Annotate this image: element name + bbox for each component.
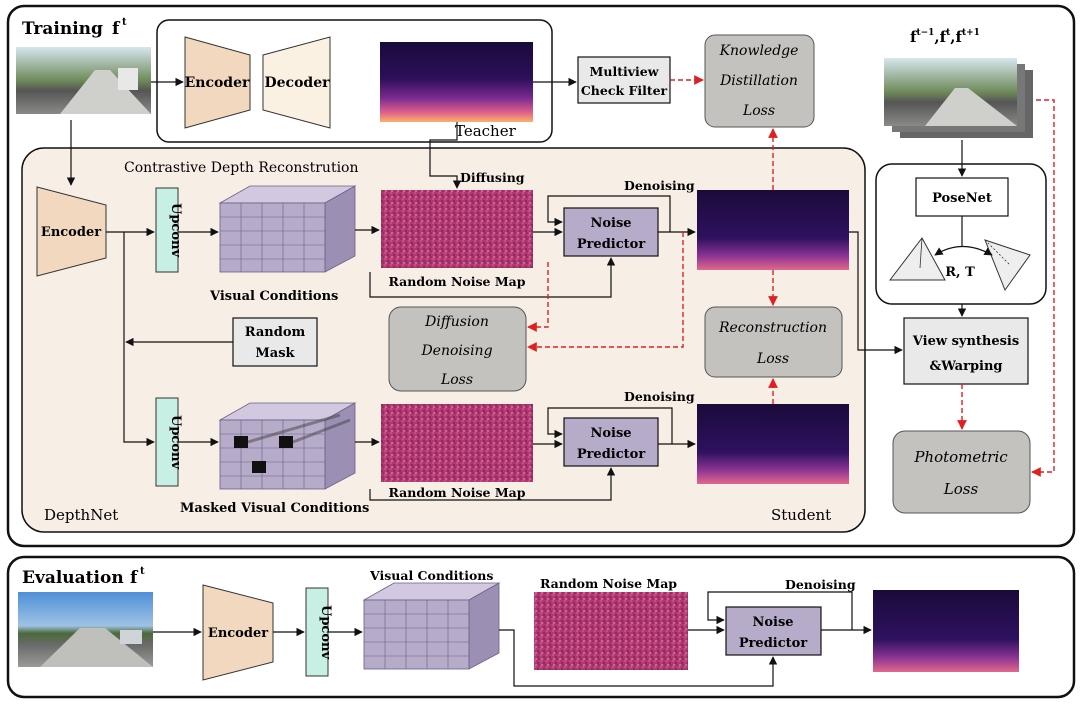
svg-text:Multiview: Multiview [590, 64, 660, 79]
view-synthesis-box [903, 317, 1029, 385]
eval-encoder [202, 584, 274, 681]
random-noise-map-bottom [381, 404, 533, 482]
svg-text:Encoder: Encoder [185, 75, 250, 91]
denoising-label-top: Denoising [624, 178, 695, 193]
svg-text:Knowledge: Knowledge [719, 43, 799, 59]
eval-noise-predictor [725, 606, 822, 656]
training-title: Training [22, 19, 103, 39]
svg-text:Upconv: Upconv [318, 605, 333, 659]
svg-text:Predictor: Predictor [739, 636, 808, 651]
svg-text:Noise: Noise [752, 615, 793, 630]
svg-text:Random Noise Map: Random Noise Map [388, 274, 525, 289]
svg-text:Denoising: Denoising [785, 577, 856, 592]
eval-depth-map [873, 590, 1019, 672]
svg-text:View synthesis: View synthesis [912, 334, 1019, 349]
training-frame-sup: t [122, 17, 127, 28]
visual-conditions-cube [218, 185, 357, 273]
loss-arrows [527, 75, 1055, 477]
svg-text:Noise: Noise [590, 426, 631, 441]
knowledge-distillation-loss [704, 34, 815, 128]
svg-text:Loss: Loss [943, 480, 979, 498]
svg-text:Loss: Loss [756, 351, 789, 367]
noise-predictor-bottom [563, 417, 659, 467]
masked-visual-conditions-label: Masked Visual Conditions [180, 501, 369, 516]
svg-text:Random Noise Map: Random Noise Map [540, 576, 677, 591]
svg-text:Mask: Mask [255, 346, 295, 361]
svg-text:Random Noise Map: Random Noise Map [388, 485, 525, 500]
svg-text:Encoder: Encoder [41, 225, 101, 240]
svg-text:Noise: Noise [590, 216, 631, 231]
multiview-check-filter [577, 56, 671, 104]
svg-text:Upconv: Upconv [168, 203, 183, 257]
svg-text:Reconstruction: Reconstruction [718, 320, 827, 336]
training-input-image [16, 47, 151, 114]
teacher-encoder [184, 36, 251, 129]
svg-text:Diffusion: Diffusion [424, 314, 489, 330]
svg-text:Photometric: Photometric [913, 448, 1008, 466]
depthnet-label: DepthNet [44, 506, 118, 524]
svg-text:Random: Random [245, 325, 306, 340]
teacher-decoder [262, 36, 331, 129]
svg-text:Loss: Loss [440, 372, 473, 388]
diffusion-denoising-loss [388, 306, 527, 392]
random-mask-box [232, 317, 318, 367]
eval-visual-conditions-cube [362, 582, 501, 670]
svg-text:Upconv: Upconv [168, 415, 183, 469]
masked-visual-conditions-cube [218, 402, 357, 490]
visual-conditions-label: Visual Conditions [209, 289, 338, 304]
evaluation-title: Evaluation [22, 568, 124, 588]
svg-text:Visual Conditions: Visual Conditions [369, 568, 493, 583]
teacher-depth-map [380, 42, 533, 122]
diffusing-label: Diffusing [460, 170, 525, 185]
student-label: Student [771, 506, 831, 524]
upconv-top [155, 187, 179, 273]
contrastive-title: Contrastive Depth Reconstrution [124, 160, 359, 176]
svg-text:Distillation: Distillation [719, 73, 798, 89]
noise-predictor-top [563, 207, 659, 257]
svg-text:Predictor: Predictor [577, 447, 646, 462]
svg-text:Predictor: Predictor [577, 237, 646, 252]
svg-text:PoseNet: PoseNet [932, 191, 992, 206]
rt-label: R, T [945, 265, 975, 280]
photometric-loss [892, 430, 1031, 514]
random-noise-map-top [381, 190, 533, 268]
connector-arrows [66, 77, 967, 687]
evaluation-input-image [18, 592, 153, 667]
denoising-label-bottom: Denoising [624, 389, 695, 404]
student-depth-map-bottom [697, 404, 849, 484]
student-encoder [36, 186, 107, 277]
camera-frustum-left-icon [888, 237, 946, 281]
student-depth-map-top [697, 190, 849, 270]
svg-text:Decoder: Decoder [265, 75, 331, 91]
svg-text:Encoder: Encoder [208, 626, 268, 641]
svg-text:Denoising: Denoising [420, 343, 492, 359]
teacher-label: Teacher [455, 122, 517, 140]
posenet-box [915, 177, 1009, 217]
svg-text:Loss: Loss [742, 103, 775, 119]
camera-frustum-right-icon [984, 239, 1031, 292]
svg-text:f: f [130, 568, 139, 588]
svg-text:Check Filter: Check Filter [581, 83, 668, 98]
eval-random-noise-map [534, 592, 688, 670]
frames-label: ft−1,ft,ft+1 [910, 28, 980, 46]
svg-text:&Warping: &Warping [929, 359, 1002, 374]
training-frame-label: f [112, 19, 121, 39]
reconstruction-loss [704, 306, 843, 378]
svg-text:t: t [140, 566, 145, 577]
frame-stack-images [884, 58, 1033, 138]
